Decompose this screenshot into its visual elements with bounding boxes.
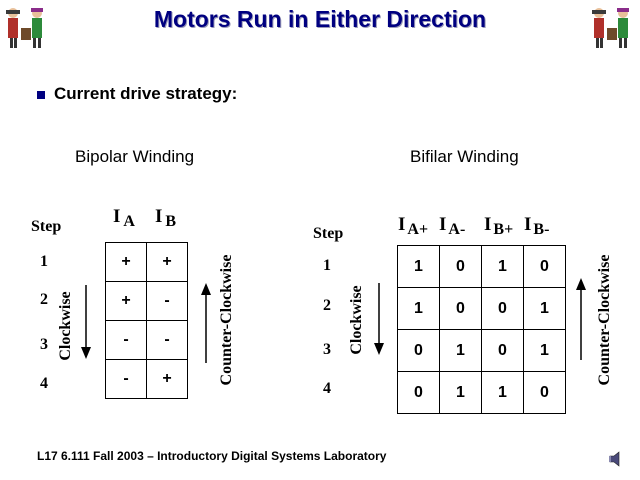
court-jester-logo-right-icon: [592, 8, 629, 48]
table-row: - -: [105, 320, 188, 360]
bipolar-clockwise-label: Clockwise: [57, 291, 74, 361]
bipolar-clockwise-arrow-icon: [81, 285, 91, 359]
court-jester-logo-left-icon: [6, 8, 43, 48]
table-cell: 0: [481, 329, 524, 372]
table-row: 0 1 0 1: [397, 329, 566, 372]
bipolar-step-1: 1: [40, 253, 48, 270]
bipolar-counter-clockwise-arrow-icon: [201, 283, 211, 363]
bifilar-step-3: 3: [323, 341, 331, 358]
table-cell: 1: [439, 329, 482, 372]
footer-text: L17 6.111 Fall 2003 – Introductory Digit…: [37, 449, 387, 463]
bipolar-table: + + + - - - - +: [105, 242, 188, 399]
table-row: 0 1 1 0: [397, 371, 566, 414]
table-row: - +: [105, 359, 188, 399]
table-cell: +: [146, 359, 188, 399]
bipolar-step-3: 3: [40, 336, 48, 353]
bifilar-table: 1 0 1 0 1 0 0 1 0 1 0 1 0 1 1 0: [397, 245, 566, 414]
table-row: + +: [105, 242, 188, 282]
bipolar-counter-clockwise-label: Counter-Clockwise: [218, 254, 235, 386]
bullet-text: Current drive strategy:: [54, 84, 238, 103]
table-cell: 1: [439, 371, 482, 414]
table-cell: 1: [397, 287, 440, 330]
table-cell: 0: [481, 287, 524, 330]
bifilar-clockwise-arrow-icon: [374, 283, 384, 355]
bullet-square-icon: [37, 91, 45, 99]
speaker-icon[interactable]: [608, 451, 622, 467]
table-cell: 1: [523, 329, 566, 372]
table-cell: +: [105, 281, 147, 321]
table-row: 1 0 0 1: [397, 287, 566, 330]
bipolar-step-2: 2: [40, 291, 48, 308]
bifilar-step-label: Step: [313, 225, 344, 242]
bifilar-heading: Bifilar Winding: [410, 147, 519, 166]
table-cell: 0: [439, 287, 482, 330]
bifilar-step-1: 1: [323, 257, 331, 274]
table-cell: 1: [397, 245, 440, 288]
bipolar-step-4: 4: [40, 375, 48, 392]
bifilar-counter-clockwise-arrow-icon: [576, 278, 586, 360]
table-cell: 1: [523, 287, 566, 330]
bifilar-clockwise-label: Clockwise: [348, 285, 365, 355]
table-cell: -: [146, 281, 188, 321]
table-row: 1 0 1 0: [397, 245, 566, 288]
table-cell: 0: [523, 245, 566, 288]
table-cell: 0: [439, 245, 482, 288]
table-cell: 0: [523, 371, 566, 414]
table-cell: +: [146, 242, 188, 282]
table-cell: 1: [481, 371, 524, 414]
table-row: + -: [105, 281, 188, 321]
table-cell: -: [146, 320, 188, 360]
table-cell: 0: [397, 329, 440, 372]
bifilar-step-2: 2: [323, 297, 331, 314]
table-cell: +: [105, 242, 147, 282]
table-cell: 1: [481, 245, 524, 288]
bifilar-step-4: 4: [323, 380, 331, 397]
slide-title: Motors Run in Either Direction: [153, 6, 487, 32]
bifilar-counter-clockwise-label: Counter-Clockwise: [596, 254, 613, 386]
table-cell: 0: [397, 371, 440, 414]
bipolar-step-label: Step: [31, 218, 62, 235]
bipolar-heading: Bipolar Winding: [75, 147, 195, 166]
table-cell: -: [105, 320, 147, 360]
table-cell: -: [105, 359, 147, 399]
